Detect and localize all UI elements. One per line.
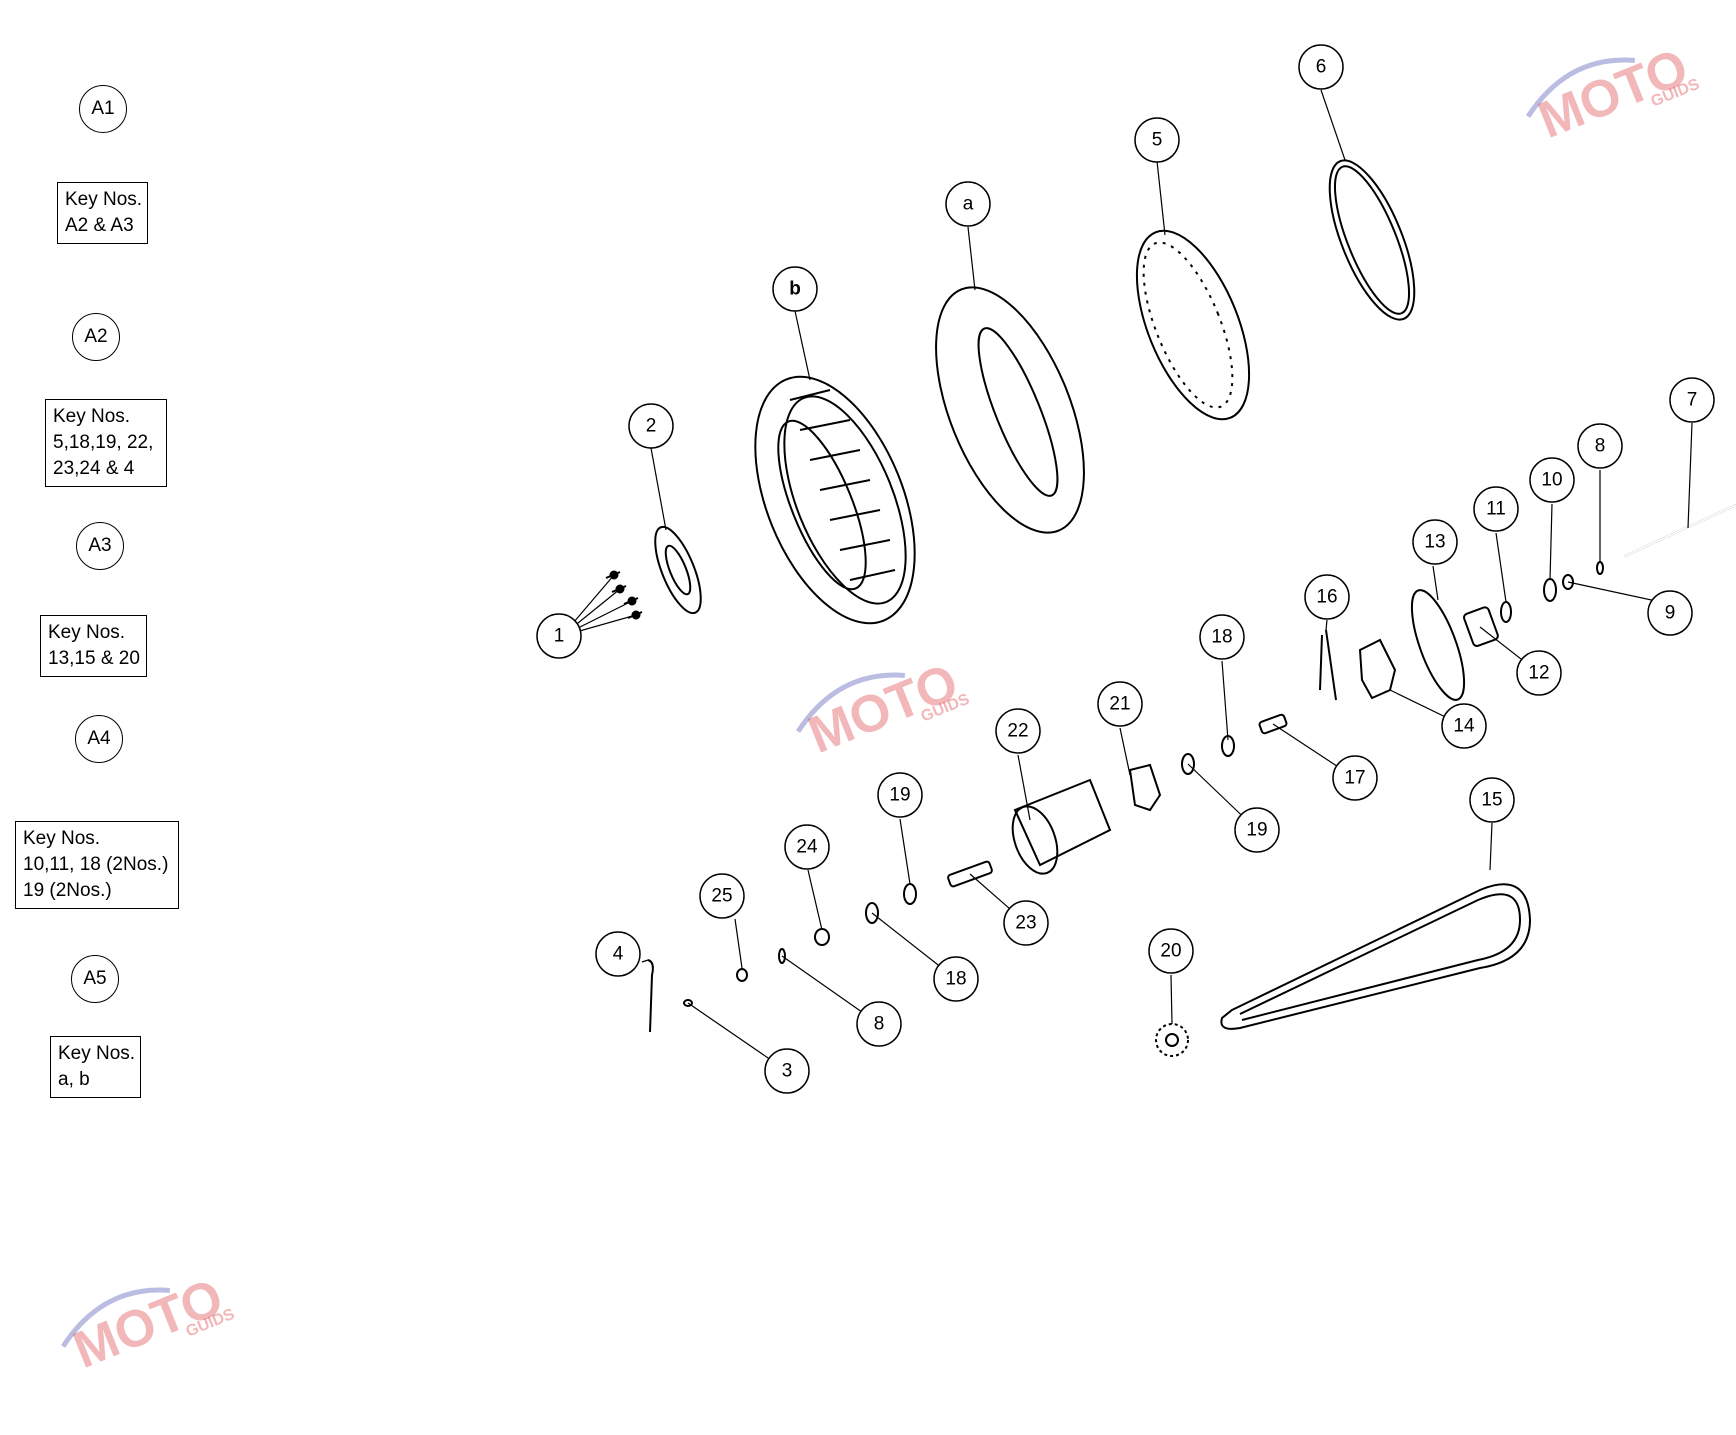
callout-21: 21 [1097, 681, 1143, 727]
svg-text:23: 23 [1015, 913, 1036, 934]
svg-text:5: 5 [1152, 130, 1163, 151]
callout-19-left: 19 [877, 772, 923, 818]
legend-assembly-a4: A4 [75, 715, 123, 763]
callout-11: 11 [1473, 486, 1519, 532]
watermark-logo-center: MOTO GUIDS [795, 653, 972, 765]
svg-text:14: 14 [1453, 716, 1475, 737]
callout-15: 15 [1469, 777, 1515, 823]
callout-14: 14 [1441, 703, 1487, 749]
legend-keynos-a5: Key Nos. a, b [50, 1036, 141, 1098]
svg-text:8: 8 [874, 1014, 885, 1035]
callout-2: 2 [628, 403, 674, 449]
svg-text:21: 21 [1109, 694, 1130, 715]
svg-text:20: 20 [1160, 941, 1181, 962]
callout-16: 16 [1304, 574, 1350, 620]
part-chain-15 [1220, 883, 1532, 1030]
svg-text:22: 22 [1007, 721, 1028, 742]
callout-24: 24 [784, 824, 830, 870]
svg-text:10: 10 [1541, 470, 1562, 491]
legend-assembly-a3: A3 [76, 522, 124, 570]
leader-lines [561, 89, 1693, 1072]
legend-keynos-a2: Key Nos. 5,18,19, 22, 23,24 & 4 [45, 399, 167, 487]
watermark-logo-bottom-left: MOTO GUIDS [60, 1268, 237, 1380]
callout-23: 23 [1003, 900, 1049, 946]
callout-6: 6 [1298, 44, 1344, 90]
callout-8-top: 8 [1577, 423, 1623, 469]
svg-text:7: 7 [1687, 390, 1698, 411]
svg-text:18: 18 [1211, 627, 1232, 648]
callout-4: 4 [595, 931, 641, 977]
legend-keynos-a1: Key Nos. A2 & A3 [57, 182, 148, 244]
callout-22: 22 [995, 708, 1041, 754]
callout-12: 12 [1516, 650, 1562, 696]
callout-19-right: 19 [1234, 807, 1280, 853]
svg-text:19: 19 [1246, 820, 1267, 841]
callout-18-bottom: 18 [933, 956, 979, 1002]
part-tyre-b [754, 375, 916, 625]
callout-1: 1 [536, 613, 582, 659]
svg-text:11: 11 [1486, 499, 1506, 520]
callout-17: 17 [1332, 755, 1378, 801]
svg-text:b: b [789, 279, 801, 300]
svg-text:4: 4 [613, 944, 624, 965]
legend-assembly-a2: A2 [72, 313, 120, 361]
svg-text:6: 6 [1316, 57, 1327, 78]
legend-assembly-a1: A1 [79, 85, 127, 133]
part-sprocket-20 [1155, 1023, 1189, 1057]
legend-keynos-a4: Key Nos. 10,11, 18 (2Nos.) 19 (2Nos.) [15, 821, 179, 909]
callout-10: 10 [1529, 457, 1575, 503]
watermark-logo-top-right: MOTO GUIDS [1525, 38, 1702, 150]
svg-text:12: 12 [1528, 663, 1549, 684]
callout-7: 7 [1669, 377, 1715, 423]
legend-keynos-a3: Key Nos. 13,15 & 20 [40, 615, 147, 677]
callout-3: 3 [764, 1048, 810, 1094]
callout-13: 13 [1412, 519, 1458, 565]
svg-text:13: 13 [1424, 532, 1445, 553]
svg-text:3: 3 [782, 1061, 793, 1082]
svg-text:2: 2 [646, 416, 657, 437]
callout-25: 25 [699, 873, 745, 919]
svg-text:18: 18 [945, 969, 966, 990]
svg-text:8: 8 [1595, 436, 1606, 457]
svg-text:19: 19 [889, 785, 910, 806]
svg-text:15: 15 [1481, 790, 1502, 811]
svg-text:17: 17 [1344, 768, 1365, 789]
part-axle-7 [1624, 504, 1736, 557]
callout-18-top: 18 [1199, 614, 1245, 660]
legend-assembly-a5: A5 [71, 955, 119, 1003]
svg-text:24: 24 [796, 837, 818, 858]
callout-b: b [772, 266, 818, 312]
svg-text:16: 16 [1316, 587, 1337, 608]
svg-text:1: 1 [554, 626, 565, 647]
callout-8-bottom: 8 [856, 1001, 902, 1047]
callout-5: 5 [1134, 117, 1180, 163]
callout-20: 20 [1148, 928, 1194, 974]
callout-a: a [945, 181, 991, 227]
part-brake-disc-2 [654, 525, 702, 615]
part-rim-band-6 [1328, 159, 1416, 321]
callout-9: 9 [1647, 590, 1693, 636]
part-small-components [647, 561, 1604, 1033]
svg-text:9: 9 [1665, 603, 1676, 624]
part-rim-5 [1135, 229, 1251, 421]
svg-text:a: a [963, 194, 974, 215]
svg-text:25: 25 [711, 886, 732, 907]
part-tube-a [935, 286, 1085, 534]
